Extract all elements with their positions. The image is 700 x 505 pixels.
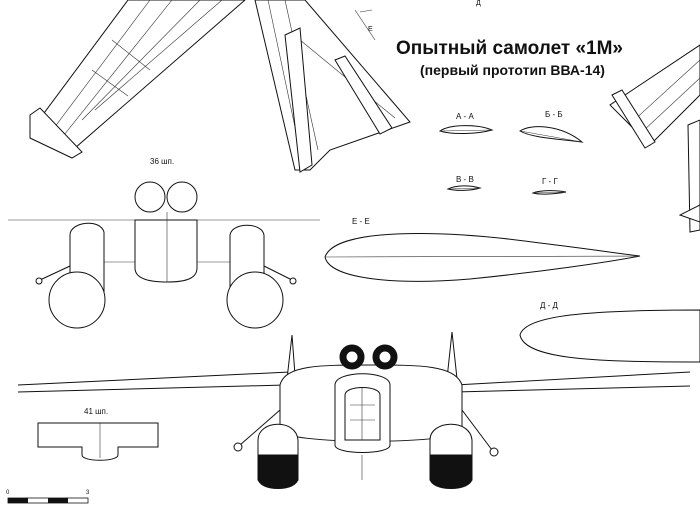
section-aa-profile <box>438 125 494 134</box>
aircraft-front-view <box>17 331 691 489</box>
frame-label-36: 36 шп. <box>150 157 175 166</box>
edge-label-d: Д <box>476 0 481 7</box>
scale-bar <box>7 497 89 504</box>
right-edge-nose <box>678 204 700 223</box>
section-ee-airfoil <box>324 233 641 282</box>
center-wing-planform <box>254 0 411 173</box>
edge-label-e: Е <box>368 26 373 33</box>
section-label-bb: Б - Б <box>545 110 563 119</box>
section-bb-profile <box>519 126 584 143</box>
frame-36-section <box>8 181 320 329</box>
section-label-aa: А - А <box>456 112 474 121</box>
left-wing-planform <box>29 0 246 159</box>
section-vv-profile <box>446 185 482 191</box>
section-label-ee: Е - Е <box>352 217 370 226</box>
right-wing-planform <box>609 44 700 149</box>
scale-label-zero: 0 <box>6 490 10 496</box>
scale-label-three: 3 <box>86 490 90 496</box>
frame-label-41: 41 шп. <box>84 407 109 416</box>
section-label-gg: Г - Г <box>542 177 558 186</box>
section-gg-profile <box>531 190 567 195</box>
section-dd-airfoil <box>519 309 700 363</box>
section-label-vv: В - В <box>456 175 474 184</box>
right-edge-fuselage <box>687 119 700 233</box>
drawing-subtitle: (первый прототип ВВА-14) <box>420 62 605 78</box>
section-label-dd: Д - Д <box>540 301 558 310</box>
frame-41-section <box>37 422 159 461</box>
drawing-title: Опытный самолет «1М» <box>396 38 623 59</box>
